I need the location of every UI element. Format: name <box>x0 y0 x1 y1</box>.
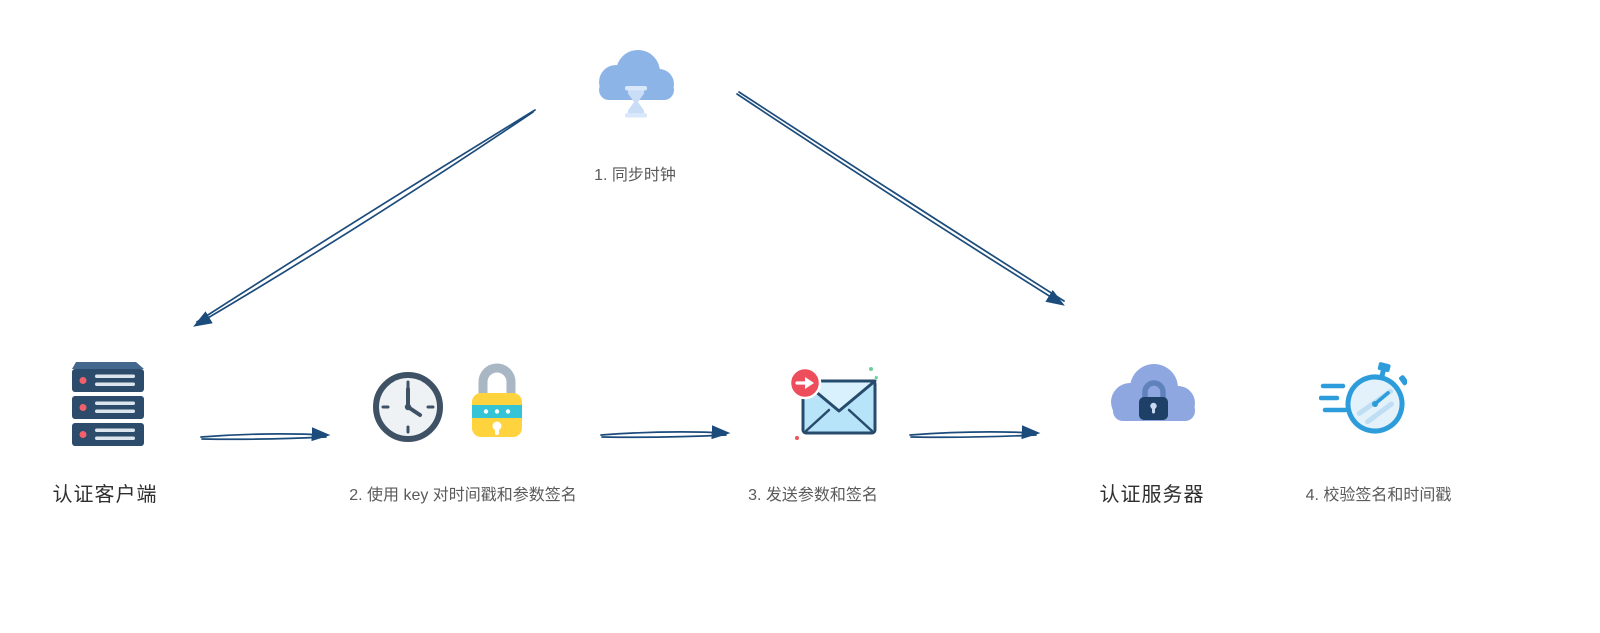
step-label-verify: 4. 校验签名和时间戳 <box>1305 487 1452 504</box>
stopwatch-icon <box>1319 356 1407 440</box>
step-label-sync: 1. 同步时钟 <box>594 167 676 184</box>
arrow-client-to-sign <box>200 427 331 442</box>
step-label-sign: 2. 使用 key 对时间戳和参数签名 <box>349 487 577 504</box>
arrow-sync-to-server <box>736 91 1065 306</box>
node-title-client: 认证客户端 <box>52 484 158 506</box>
arrow-send-to-server <box>909 425 1041 440</box>
cloud-hourglass-icon <box>588 42 684 124</box>
server-icon <box>60 350 152 450</box>
clock-icon <box>369 368 447 446</box>
envelope-send-icon <box>783 361 881 443</box>
arrow-sync-to-client <box>193 109 536 327</box>
arrow-sign-to-send <box>600 425 731 440</box>
node-title-server: 认证服务器 <box>1099 484 1205 506</box>
cloud-lock-icon <box>1100 356 1204 440</box>
padlock-icon <box>466 355 528 443</box>
step-label-send: 3. 发送参数和签名 <box>748 487 878 504</box>
